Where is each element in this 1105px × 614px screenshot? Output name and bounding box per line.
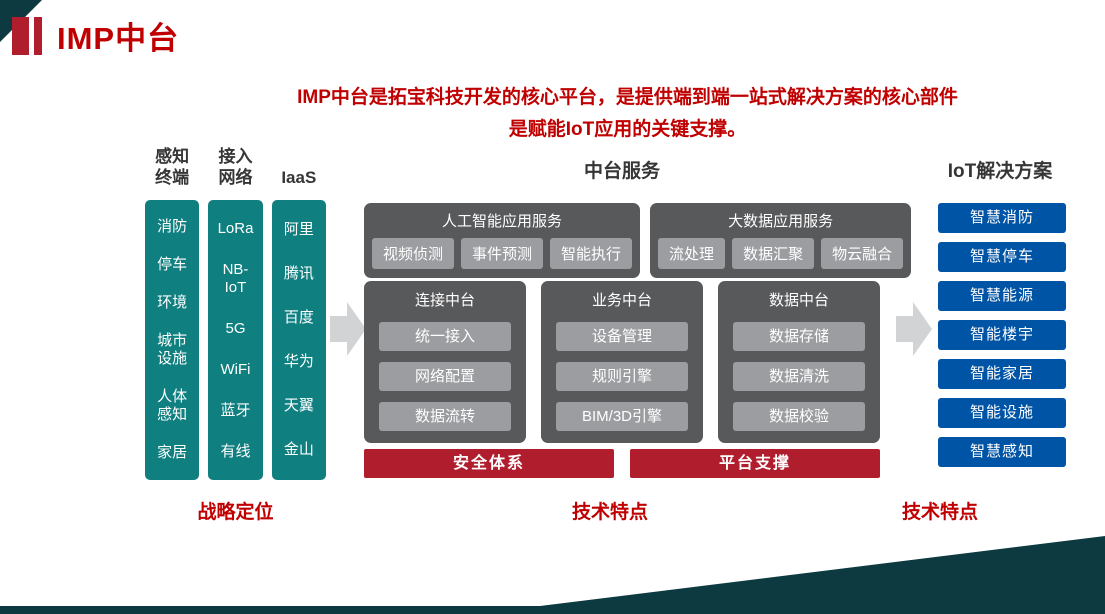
solution-item: 智慧停车 [938,242,1066,272]
platform-chip: 数据流转 [379,402,511,431]
strategy-column-iaas: IaaS 阿里 腾讯 百度 华为 天翼 金山 [271,142,326,480]
service-chip: 视频侦测 [372,238,455,269]
box-title: 连接中台 [414,292,475,309]
strategy-column-terminals: 感知 终端 消防 停车 环境 城市 设施 人体 感知 家居 [145,142,200,480]
slide-header: IMP中台 [12,13,179,58]
platform-chip: 统一接入 [379,322,511,351]
box-title: 大数据应用服务 [728,213,834,230]
caption-platform: 技术特点 [571,502,648,523]
platform-chip: 数据清洗 [733,362,865,391]
logo-bar-icon [12,16,29,55]
column-box: 消防 停车 环境 城市 设施 人体 感知 家居 [145,200,200,480]
column-item: 腾讯 [283,265,314,282]
column-item: 家居 [157,444,188,461]
column-item: WiFi [220,360,251,378]
column-item: 城市 设施 [157,332,188,367]
platform-box-connect: 连接中台 统一接入 网络配置 数据流转 [364,281,526,443]
description-block: IMP中台是拓宝科技开发的核心平台，是提供端到端一站式解决方案的核心部件 是赋能… [150,82,1105,146]
solution-item: 智慧消防 [938,203,1066,233]
column-header: 接入 网络 [218,147,253,187]
chip-row: 流处理 数据汇聚 物云融合 [658,238,904,269]
platform-chip: 网络配置 [379,362,511,391]
security-system-bar: 安全体系 [364,449,614,478]
platform-box-business: 业务中台 设备管理 规则引擎 BIM/3D引擎 [541,281,703,443]
column-box: 阿里 腾讯 百度 华为 天翼 金山 [271,200,326,480]
column-item: 环境 [157,294,188,311]
flow-arrow-icon [896,302,932,356]
box-title: 人工智能应用服务 [442,213,563,230]
solution-item: 智慧能源 [938,281,1066,311]
solution-item: 智能家居 [938,359,1066,389]
middle-platforms-row: 连接中台 统一接入 网络配置 数据流转 业务中台 设备管理 规则引擎 BIM/3… [364,281,880,443]
column-item: 阿里 [283,221,314,238]
platform-chip: 设备管理 [556,322,688,351]
column-item: 人体 感知 [157,388,188,423]
column-item: NB- IoT [222,260,249,296]
column-item: 天翼 [283,397,314,414]
column-item: 华为 [283,353,314,370]
platform-chip: 数据校验 [733,402,865,431]
app-box-ai: 人工智能应用服务 视频侦测 事件预测 智能执行 [364,203,641,278]
service-chip: 事件预测 [461,238,544,269]
platform-support-bar: 平台支撑 [630,449,880,478]
description-line-1: IMP中台是拓宝科技开发的核心平台，是提供端到端一站式解决方案的核心部件 [297,87,958,108]
service-chip: 物云融合 [821,238,904,269]
platform-chip: BIM/3D引擎 [556,402,688,431]
service-chip: 智能执行 [550,238,633,269]
column-item: 5G [225,319,246,337]
column-header: 感知 终端 [155,147,190,187]
column-item: 金山 [283,441,314,458]
box-title: 业务中台 [591,292,652,309]
service-chip: 流处理 [658,238,726,269]
solutions-list: 智慧消防 智慧停车 智慧能源 智能楼宇 智能家居 智能设施 智慧感知 [938,203,1066,467]
box-title: 数据中台 [768,292,829,309]
column-item: LoRa [217,219,254,237]
column-box: LoRa NB- IoT 5G WiFi 蓝牙 有线 [208,200,263,480]
platform-header: 中台服务 [583,161,660,182]
app-box-bigdata: 大数据应用服务 流处理 数据汇聚 物云融合 [650,203,912,278]
platform-chip: 数据存储 [733,322,865,351]
column-item: 百度 [283,309,314,326]
caption-solutions: 技术特点 [901,502,978,523]
service-chip: 数据汇聚 [732,238,815,269]
solution-item: 智慧感知 [938,437,1066,467]
description-line-2: 是赋能IoT应用的关键支撑。 [508,119,747,140]
solution-item: 智能设施 [938,398,1066,428]
foundation-bars: 安全体系 平台支撑 [364,449,880,478]
strategy-column-networks: 接入 网络 LoRa NB- IoT 5G WiFi 蓝牙 有线 [208,142,263,480]
column-item: 蓝牙 [220,401,251,419]
chip-row: 视频侦测 事件预测 智能执行 [372,238,633,269]
solutions-header: IoT解决方案 [947,161,1053,182]
solution-item: 智能楼宇 [938,320,1066,350]
column-item: 停车 [157,256,188,273]
platform-chip: 规则引擎 [556,362,688,391]
column-item: 消防 [157,218,188,235]
caption-strategy: 战略定位 [197,502,274,523]
app-services-row: 人工智能应用服务 视频侦测 事件预测 智能执行 大数据应用服务 流处理 数据汇聚… [364,203,912,278]
strategy-columns: 感知 终端 消防 停车 环境 城市 设施 人体 感知 家居 接入 网络 LoRa… [145,142,326,480]
page-title: IMP中台 [57,21,180,56]
platform-box-data: 数据中台 数据存储 数据清洗 数据校验 [718,281,880,443]
logo-bar-icon [34,16,42,55]
column-header: IaaS [281,168,317,187]
column-item: 有线 [220,442,251,460]
flow-arrow-icon [330,302,366,356]
corner-shape-bottom [0,536,1105,614]
